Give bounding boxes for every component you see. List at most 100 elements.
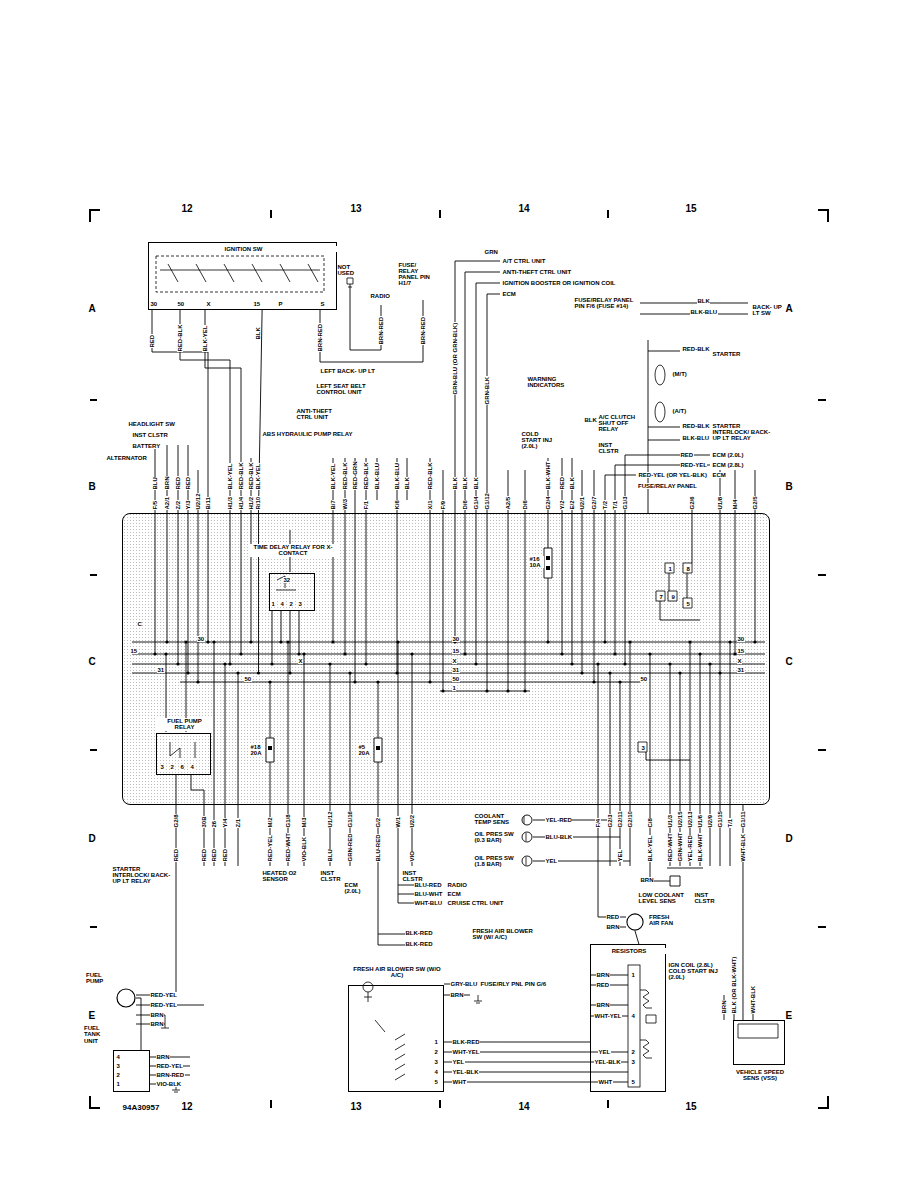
callout-label: 3 [631, 1059, 635, 1065]
callout-label: 31 [737, 667, 745, 673]
callout-label: #16 10A [529, 556, 544, 568]
callout-label: BRN [640, 877, 654, 883]
callout-label: S [320, 301, 325, 307]
component-circle: FRESH AIR FAN [626, 913, 644, 931]
callout-label: 15 [737, 648, 745, 654]
wire-color-label: A2/1 [164, 496, 170, 510]
circle-outline [117, 989, 135, 1007]
wire-color-label: WHT-BLK [740, 833, 746, 862]
callout-label: 4 [190, 764, 194, 770]
callout-label: 31 [157, 667, 165, 673]
callout-label: NOT USED [337, 264, 364, 276]
callout-label: B [785, 482, 793, 492]
callout-label: 2 [170, 764, 174, 770]
callout-label: 50 [640, 676, 648, 682]
callout-label: 31 [452, 667, 460, 673]
wire-color-label: BLK-YEL [330, 463, 336, 490]
wire-color-label: G2/3 [607, 814, 613, 828]
wire-color-label: G2/4 [545, 496, 551, 510]
wire-color-label: GRN-WHT [677, 832, 683, 862]
callout-label: 2 [116, 1072, 120, 1078]
wire-color-label: BLK (OR BLK-WHT) [731, 956, 737, 1014]
connector-strip [628, 965, 640, 1087]
callout-label: OIL PRES SW (0.3 BAR) [474, 831, 521, 843]
wire-color-label: BLK [255, 327, 261, 340]
callout-label: FUSE/RLY PNL PIN G/6 [480, 981, 547, 987]
wire-color-label: Y/2 [559, 500, 565, 510]
callout-label: YEL-BLK [594, 1059, 621, 1065]
callout-label: ALTERNATOR [106, 455, 147, 461]
callout-label: 5 [686, 601, 690, 607]
wire-color-label: VIO [409, 851, 415, 862]
callout-label: 1 [668, 566, 672, 572]
wire-color-label: X/1 [427, 500, 433, 510]
wire-color-label: 26 [211, 820, 217, 828]
wire-color-label: Z/2 [175, 500, 181, 510]
wire-color-label: RED-YEL [267, 835, 273, 862]
callout-label: BLK-RED [452, 1039, 480, 1045]
fuse-relay-panel: FUSE/RELAY PANELTIME DELAY RELAY FOR X-C… [122, 513, 770, 805]
callout-label: HEADLIGHT SW [128, 421, 175, 427]
callout-label: 1 [271, 601, 275, 607]
wire-color-label: BLK [452, 477, 458, 490]
wire-line [635, 931, 639, 944]
wire-color-label: RED-BLK [177, 324, 183, 352]
callout-label: 15 [452, 648, 460, 654]
fuse-element [268, 556, 550, 750]
splice-loop [655, 402, 665, 422]
wire-color-label: RED-WHT [285, 833, 291, 862]
callout-label: STARTER INTERLOCK/ BACK- UP LT RELAY [112, 866, 173, 884]
wire-color-label: E/2 [569, 500, 575, 510]
wire-color-label: M/4 [732, 499, 738, 510]
callout-label: OIL PRES SW (1.8 BAR) [474, 855, 521, 867]
callout-label: X [452, 658, 457, 664]
wire-connector [136, 998, 141, 1050]
wire-color-label: U2/1 [579, 496, 585, 510]
callout-label: WHT [452, 1079, 467, 1085]
wire-color-label: GRN-BLK [484, 376, 490, 405]
wire-color-label: G2/6 [689, 496, 695, 510]
callout-label: RADIO [447, 882, 467, 888]
callout-label: 7 [659, 594, 663, 600]
callout-label: LOW COOLANT LEVEL SENS [638, 892, 687, 904]
callout-label: RED-YEL [150, 992, 177, 998]
wire-color-label: RED-WHT [667, 833, 673, 862]
wire-color-label: BLK-BLU [374, 462, 380, 490]
callout-label: COLD START INJ (2.0L) [521, 431, 556, 449]
callout-label: GRY-BLU [450, 981, 478, 987]
wire-color-label: BRN-RED [317, 323, 323, 352]
component-circle: FUEL PUMP [116, 988, 136, 1008]
relay-contact [170, 576, 296, 758]
callout-label: A/C CLUTCH SHUT OFF RELAY [598, 414, 639, 432]
callout-label: RED-BLK [682, 423, 710, 429]
callout-label: D [785, 834, 793, 844]
wire-color-label: BLK-YEL [227, 463, 233, 490]
callout-label: WHT-YEL [452, 1049, 480, 1055]
callout-label: 4 [434, 1069, 438, 1075]
callout-label: 1 [434, 1039, 438, 1045]
wire-color-label: W/3 [342, 498, 348, 510]
wire-color-label: RED-BLK [427, 462, 433, 490]
wire-color-label: RED [201, 848, 207, 862]
wire-color-label: RED-BLK [248, 462, 254, 490]
callout-label: 15 [685, 204, 697, 214]
callout-label: 3 [116, 1063, 120, 1069]
callout-label: STARTER INTERLOCK/ BACK- UP LT RELAY [712, 423, 775, 441]
wire-color-label: C/8 [647, 818, 653, 828]
wire-color-label: M/3 [301, 817, 307, 828]
callout-label: WHT [598, 1079, 613, 1085]
switch-housing [156, 256, 324, 292]
wire-color-label: RED [185, 476, 191, 490]
wire-color-label: U2/2 [409, 814, 415, 828]
component-box: VEHICLE SPEED SENS (VSS) [733, 1020, 785, 1065]
callout-label: 50 [244, 676, 252, 682]
callout-label: FRESH AIR BLOWER SW (W/ A/C) [472, 928, 535, 940]
callout-label: (M/T) [672, 371, 687, 377]
wire-color-label: T/1 [727, 818, 733, 828]
wire-color-label: G1/15 [717, 811, 723, 828]
wire-color-label: M/2 [267, 817, 273, 828]
wire-color-label: G1/11 [740, 811, 746, 828]
wire-color-label: RED-BLK [238, 462, 244, 490]
